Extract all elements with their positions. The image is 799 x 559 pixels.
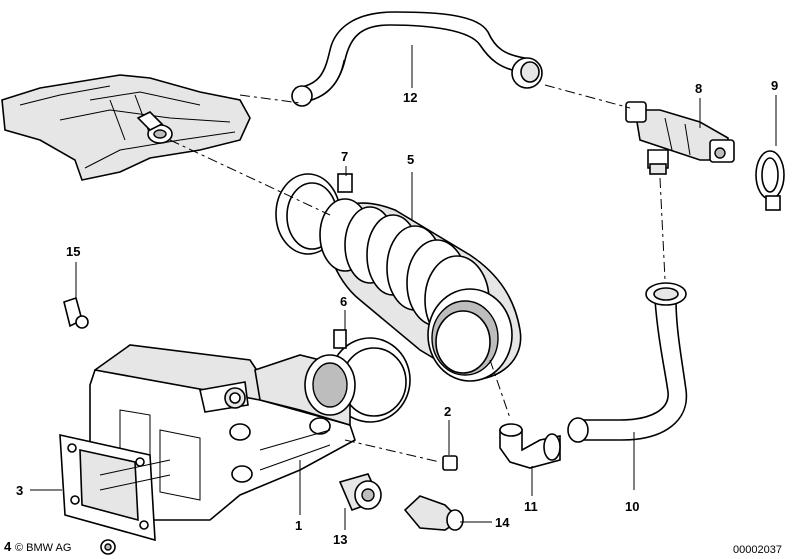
callout-labels: 1 2 3 4 5 6 7 8 9 10 11 12 13 14 15 — [4, 78, 778, 554]
hose-10 — [567, 282, 688, 443]
elbow-11 — [499, 423, 561, 469]
callout-14: 14 — [495, 515, 510, 530]
assembly-lines — [169, 84, 666, 463]
callout-7: 7 — [341, 149, 348, 164]
drawing-number: 00002037 — [733, 544, 782, 556]
callout-11: 11 — [524, 499, 538, 514]
gasket-3 — [59, 433, 171, 542]
callout-3: 3 — [16, 483, 23, 498]
callout-12: 12 — [403, 90, 417, 105]
callout-15: 15 — [66, 244, 80, 259]
connector-13 — [338, 473, 382, 512]
intake-boot-5 — [319, 198, 522, 382]
boot-14 — [403, 495, 464, 531]
cap-2 — [442, 455, 458, 471]
callout-1: 1 — [295, 518, 302, 533]
valve-8 — [625, 101, 735, 175]
nut-4 — [100, 539, 116, 555]
screw-15 — [63, 296, 89, 329]
intake-manifold — [1, 74, 251, 181]
air-flow-meter-1 — [89, 344, 356, 521]
callout-6: 6 — [340, 294, 347, 309]
callout-8: 8 — [695, 81, 702, 96]
callout-4: 4 — [4, 539, 12, 554]
leader-lines — [30, 45, 777, 530]
callout-2: 2 — [444, 404, 451, 419]
callout-10: 10 — [625, 499, 639, 514]
clamp-9 — [755, 150, 785, 211]
callout-9: 9 — [771, 78, 778, 93]
callout-13: 13 — [333, 532, 347, 547]
copyright-text: © BMW AG — [15, 542, 71, 554]
hose-12 — [291, 11, 543, 107]
callout-5: 5 — [407, 152, 414, 167]
